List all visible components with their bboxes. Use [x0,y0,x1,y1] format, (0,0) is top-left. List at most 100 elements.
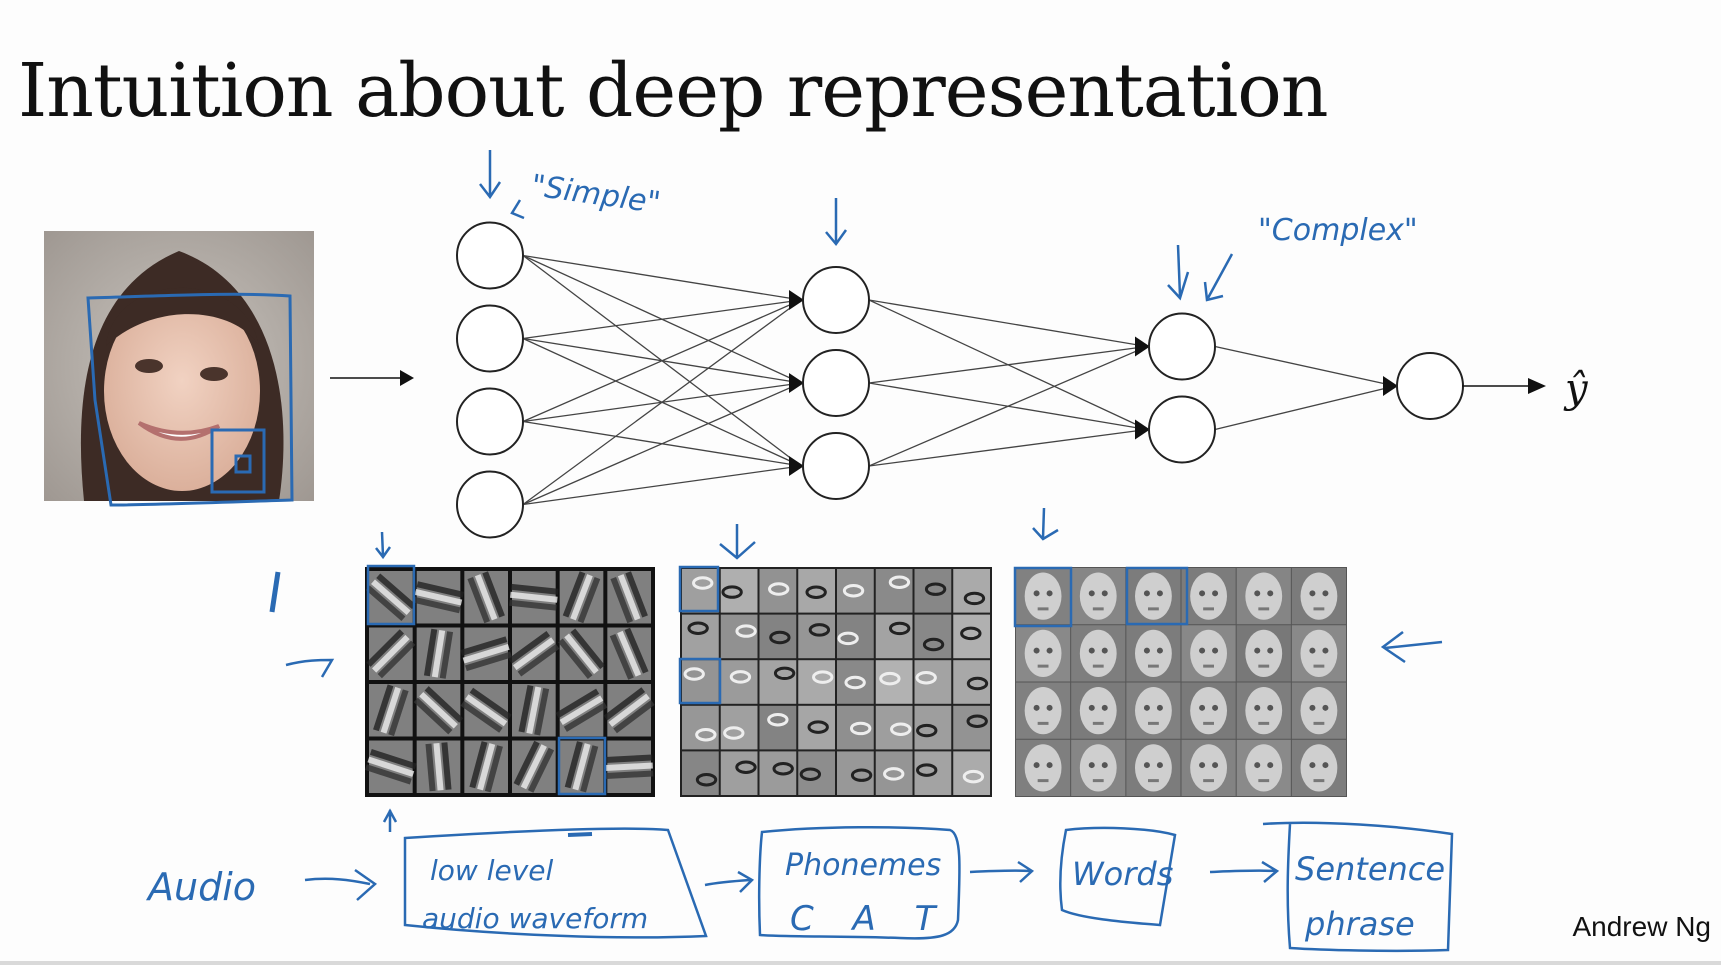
arrow-right-icon [1209,860,1280,883]
node-hidden-2-1 [1148,395,1216,464]
edge-hidden-1-2-to-hidden-2-0 [868,345,1148,467]
grid-cell [1126,682,1181,739]
stage-1-line1: Phonemes [785,848,941,883]
grid-cell [837,705,874,750]
network-edges [522,254,1398,506]
grid-cell [1236,568,1291,625]
edge-input-0-to-hidden-1-0 [522,254,802,301]
audio-pipeline-shapes [304,808,1454,953]
grid-cell [512,740,556,793]
bottom-border [0,961,1721,965]
face-photo [44,231,314,501]
grid-cell [914,569,952,613]
grid-cell [464,571,508,624]
edge-hidden-1-0-to-hidden-2-0 [868,299,1148,348]
grid-cell [1126,739,1181,796]
grid-cell [1071,739,1126,796]
footer-author: Andrew Ng [1572,911,1711,942]
grid-cell [416,627,461,680]
grid-cell [953,751,990,795]
face-part-box [210,428,266,494]
arrowhead-icon [1135,336,1150,357]
grid-cell [759,751,797,795]
grid-cell [1071,625,1126,682]
grid-cell [875,614,913,659]
grid-cell [682,751,719,795]
grid-cell [1181,568,1236,625]
grid-cell [720,660,758,704]
slide-title: Intuition about deep representation [18,48,1329,134]
arrow-right-icon [969,860,1035,883]
grid-cell [759,569,797,613]
grid-cell [875,660,913,704]
grid-cell [759,660,797,704]
grid-cell [607,571,651,624]
box-mark [567,832,593,837]
feature-grid-faces [1015,567,1347,797]
grid-cell [555,684,608,737]
node-hidden-1-1 [802,349,870,417]
grid-cell [604,740,654,793]
arrowhead-icon [789,373,804,393]
stage-3-line2: phrase [1304,905,1415,943]
grid-cell [837,660,874,704]
grid-cell [1291,568,1346,625]
stage-0-line2: audio waveform [422,902,648,935]
grid-cell [798,751,835,795]
node-input-2 [456,387,524,456]
grid-cell [366,627,416,680]
face-illustration [44,231,314,501]
part-highlight-box [678,657,722,705]
grid-cell [1126,568,1181,625]
arrow-down-icon [1032,507,1059,541]
grid-cell [953,705,990,750]
grid-cell [682,569,719,613]
part-highlight-box [678,565,720,613]
grid-cell [1291,625,1346,682]
grid-cell [365,571,416,624]
grid-cell [607,627,651,680]
feature-grids [364,567,1347,797]
stage-3-line1: Sentence [1295,850,1445,888]
arrowhead-icon [1135,419,1150,440]
grid-cell [720,569,758,613]
input-arrowhead-icon [400,370,414,386]
grid-cell [720,705,758,750]
edge-box [234,454,252,474]
arrow-down-icon [1167,244,1190,301]
arrow-up-icon [382,808,398,832]
edge-input-2-to-hidden-1-0 [522,299,802,423]
grid-cell [413,684,464,737]
grid-cell [720,614,758,659]
output-arrowhead-icon [1528,378,1546,394]
grid-cell [603,684,655,737]
grid-cell [720,751,758,795]
grid-cell [953,614,990,659]
grid-cell [914,660,952,704]
stage-2-line1: Words [1072,855,1173,893]
edge-highlight-box [557,736,607,796]
edge-stroke-icon [269,571,281,613]
edge-hidden-2-0-to-output-0 [1214,345,1396,387]
arrow-down-icon [375,531,392,560]
grid-cell [1126,625,1181,682]
grid-cell [364,740,417,793]
grid-cell [369,684,413,737]
node-input-0 [456,221,524,290]
arrowhead-icon [1383,376,1398,396]
grid-cell [875,569,913,613]
grid-cell [798,569,835,613]
arrow-left-icon [1380,631,1443,664]
complex-annotation [1167,244,1234,302]
grid-cell [1071,568,1126,625]
grid-cell [798,705,835,750]
arrow-right-icon [704,870,755,893]
arrow-right-icon [285,658,335,678]
node-hidden-1-2 [802,432,870,500]
feature-grid-face-parts [680,567,992,797]
grid-cell [759,614,797,659]
grid-cell [1016,568,1071,625]
output-label: ŷ [1563,366,1589,412]
edge-hidden-1-2-to-hidden-2-1 [868,428,1148,467]
stage-1-line2: C A T [790,899,949,939]
